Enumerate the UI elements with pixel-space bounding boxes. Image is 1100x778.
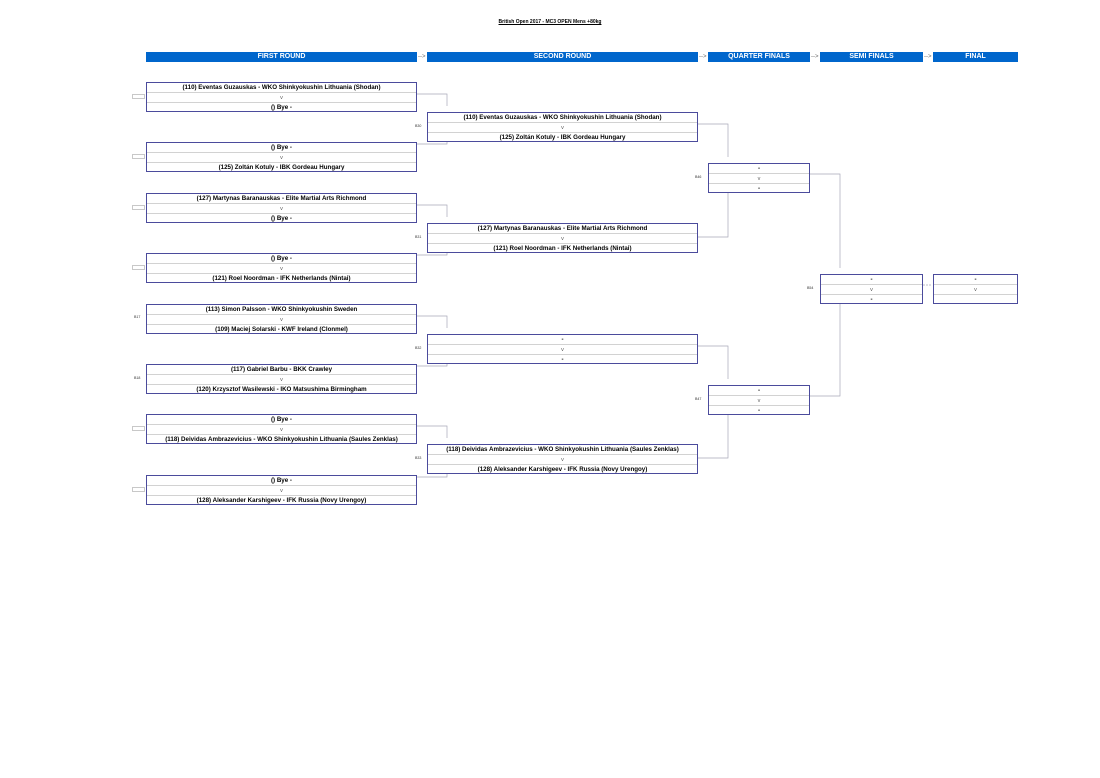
versus-label: v <box>428 345 697 355</box>
header-first-round: FIRST ROUND <box>146 52 417 62</box>
competitor-top: - <box>709 164 809 174</box>
competitor-bottom: () Bye - <box>271 215 292 222</box>
competitor-bottom: - <box>757 407 761 414</box>
second-round-match[interactable]: (127) Martynas Baranauskas - Elite Marti… <box>427 223 698 253</box>
versus-label: v <box>709 174 809 184</box>
bout-number: B47 <box>695 397 702 401</box>
first-round-match[interactable]: (127) Martynas Baranauskas - Elite Marti… <box>146 193 417 223</box>
seed-box <box>132 94 145 99</box>
header-arrow: --> <box>418 54 426 60</box>
competitor-top: () Bye - <box>147 415 416 425</box>
bout-number: B30 <box>415 124 422 128</box>
first-round-match[interactable]: (113) Simon Palsson - WKO Shinkyokushin … <box>146 304 417 334</box>
competitor-bottom <box>934 295 1017 305</box>
competitor-top: () Bye - <box>147 143 416 153</box>
header-second-round: SECOND ROUND <box>427 52 698 62</box>
competitor-top: (113) Simon Palsson - WKO Shinkyokushin … <box>147 305 416 315</box>
competitor-bottom: - <box>870 296 873 303</box>
quarter-final-match[interactable]: - v - <box>708 385 810 415</box>
header-arrow: --> <box>811 54 819 60</box>
seed-box <box>132 426 145 431</box>
competitor-top: () Bye - <box>147 254 416 264</box>
competitor-top: (110) Eventas Guzauskas - WKO Shinkyokus… <box>147 83 416 93</box>
competitor-top: - <box>428 335 697 345</box>
competitor-top: - <box>934 275 1017 285</box>
second-round-match[interactable]: (110) Eventas Guzauskas - WKO Shinkyokus… <box>427 112 698 142</box>
first-round-match[interactable]: () Bye - v (125) Zoltán Kotuly - IBK Gor… <box>146 142 417 172</box>
competitor-bottom: (109) Maciej Solarski - KWF Ireland (Clo… <box>215 326 348 333</box>
competitor-bottom: () Bye - <box>271 104 292 111</box>
bout-number: B33 <box>415 456 422 460</box>
header-final: FINAL <box>933 52 1018 62</box>
bout-number: B46 <box>695 175 702 179</box>
versus-label: v <box>147 204 416 214</box>
competitor-bottom: (120) Krzysztof Wasilewski - IKO Matsush… <box>196 386 367 393</box>
bout-number: B17 <box>134 315 141 319</box>
competitor-top: - <box>709 386 809 396</box>
competitor-top: () Bye - <box>147 476 416 486</box>
bout-number: B18 <box>134 376 141 380</box>
competitor-bottom: (125) Zoltán Kotuly - IBK Gordeau Hungar… <box>218 164 345 171</box>
bout-number: B31 <box>415 235 422 239</box>
second-round-match[interactable]: - v - <box>427 334 698 364</box>
competitor-top: - <box>821 275 922 285</box>
competitor-bottom: (121) Roel Noordman - IFK Netherlands (N… <box>212 275 351 282</box>
second-round-match[interactable]: (118) Deividas Ambrazevicius - WKO Shink… <box>427 444 698 474</box>
seed-box <box>132 487 145 492</box>
versus-label: v <box>147 153 416 163</box>
competitor-top: (118) Deividas Ambrazevicius - WKO Shink… <box>428 445 697 455</box>
first-round-match[interactable]: (110) Eventas Guzauskas - WKO Shinkyokus… <box>146 82 417 112</box>
competitor-bottom: (128) Aleksander Karshigeev - IFK Russia… <box>477 466 648 473</box>
versus-label: v <box>147 264 416 274</box>
competitor-top: (110) Eventas Guzauskas - WKO Shinkyokus… <box>428 113 697 123</box>
seed-box <box>132 265 145 270</box>
versus-label: v <box>147 315 416 325</box>
competitor-bottom: (121) Roel Noordman - IFK Netherlands (N… <box>493 245 632 252</box>
header-arrow: --> <box>924 54 932 60</box>
semi-final-match[interactable]: - v - <box>820 274 923 304</box>
page-title: British Open 2017 - MC3 OPEN Mens +80kg <box>498 19 602 25</box>
header-quarter-finals: QUARTER FINALS <box>708 52 810 62</box>
final-match[interactable]: - v <box>933 274 1018 304</box>
quarter-final-match[interactable]: - v - <box>708 163 810 193</box>
competitor-bottom: (125) Zoltán Kotuly - IBK Gordeau Hungar… <box>499 134 626 141</box>
competitor-top: (127) Martynas Baranauskas - Elite Marti… <box>147 194 416 204</box>
first-round-match[interactable]: (117) Gabriel Barbu - BKK Crawley v (120… <box>146 364 417 394</box>
first-round-match[interactable]: () Bye - v (128) Aleksander Karshigeev -… <box>146 475 417 505</box>
competitor-top: (127) Martynas Baranauskas - Elite Marti… <box>428 224 697 234</box>
versus-label: v <box>934 285 1017 295</box>
first-round-match[interactable]: () Bye - v (118) Deividas Ambrazevicius … <box>146 414 417 444</box>
competitor-top: (117) Gabriel Barbu - BKK Crawley <box>147 365 416 375</box>
competitor-bottom: - <box>561 356 564 363</box>
competitor-bottom: - <box>757 185 761 192</box>
versus-label: v <box>428 123 697 133</box>
bout-number: B54 <box>807 286 814 290</box>
versus-label: v <box>147 93 416 103</box>
seed-box <box>132 205 145 210</box>
versus-label: v <box>428 234 697 244</box>
versus-label: v <box>709 396 809 406</box>
competitor-bottom: (118) Deividas Ambrazevicius - WKO Shink… <box>165 436 398 443</box>
header-arrow: --> <box>699 54 707 60</box>
seed-box <box>132 154 145 159</box>
versus-label: v <box>147 375 416 385</box>
bout-number: B32 <box>415 346 422 350</box>
versus-label: v <box>821 285 922 295</box>
header-semi-finals: SEMI FINALS <box>820 52 923 62</box>
versus-label: v <box>428 455 697 465</box>
first-round-match[interactable]: () Bye - v (121) Roel Noordman - IFK Net… <box>146 253 417 283</box>
competitor-bottom: (128) Aleksander Karshigeev - IFK Russia… <box>196 497 367 504</box>
versus-label: v <box>147 486 416 496</box>
versus-label: v <box>147 425 416 435</box>
